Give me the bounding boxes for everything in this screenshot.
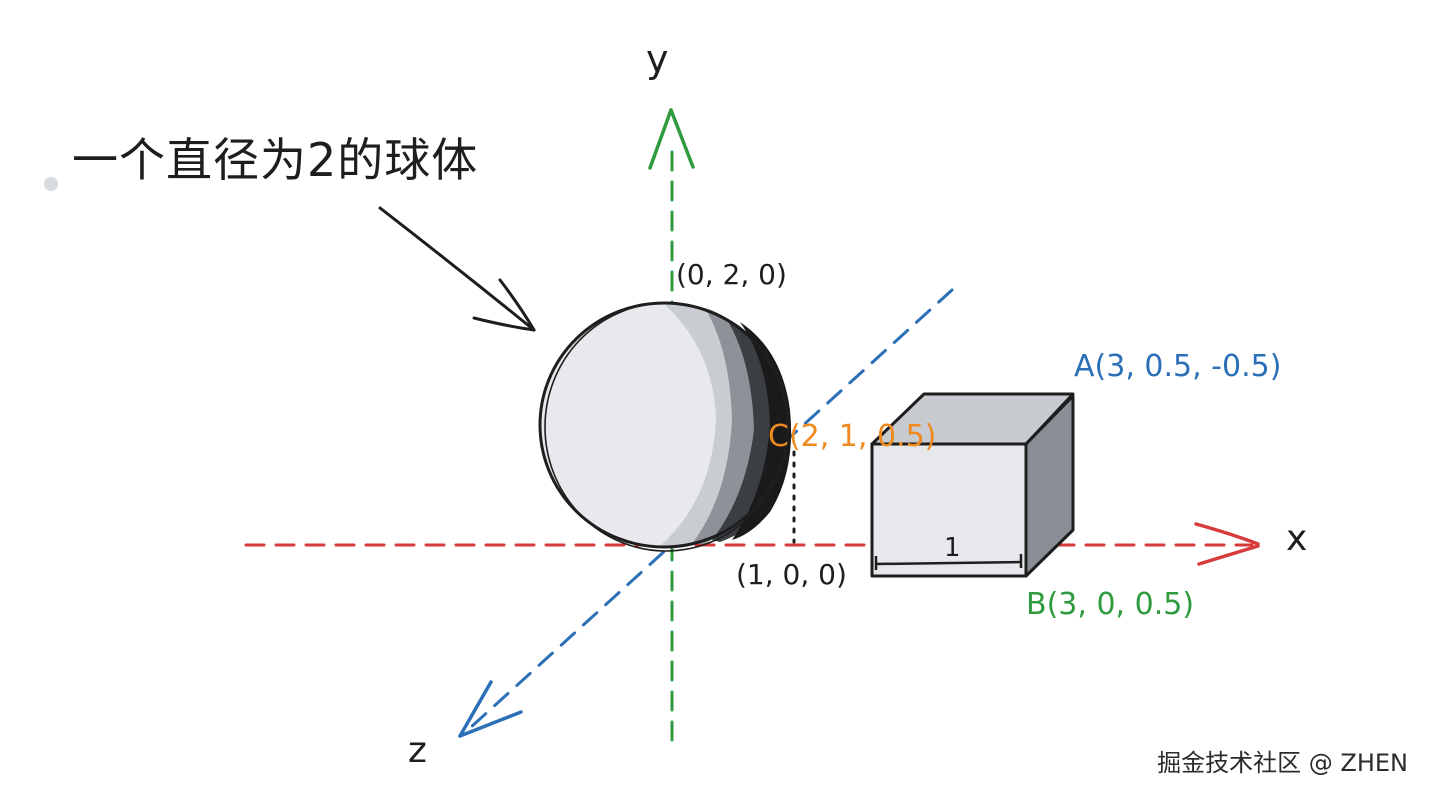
point-b-label: B(3, 0, 0.5) [1026,587,1194,622]
point-a-label: A(3, 0.5, -0.5) [1074,349,1281,384]
y-axis-arrowhead [648,108,695,170]
x-axis-arrowhead [1194,522,1260,566]
x-axis-label: x [1286,518,1307,559]
annotation-arrow [378,206,536,332]
z-axis-arrowhead [458,680,523,738]
sphere-top-point-label: (0, 2, 0) [676,258,787,291]
box [870,392,1075,578]
watermark: 掘金技术社区 @ ZHEN [1157,749,1408,777]
sphere [538,301,792,552]
bullet-dot [44,177,58,191]
center-point-label: C(2, 1, 0.5) [768,419,936,454]
sphere-title: 一个直径为2的球体 [72,133,478,187]
box-edge-length-label: 1 [944,533,961,563]
y-axis-label: y [646,37,669,81]
z-axis-label: z [408,730,427,771]
x-one-point-label: (1, 0, 0) [736,558,847,591]
z-axis-line [468,288,954,730]
